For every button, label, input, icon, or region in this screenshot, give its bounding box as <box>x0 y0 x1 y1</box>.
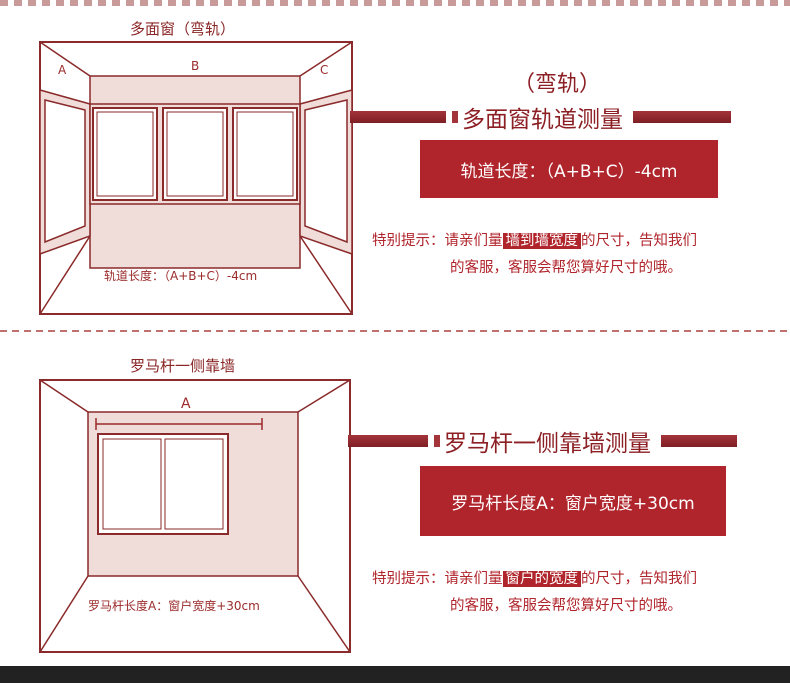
section1-heading-row: 多面窗轨道测量 <box>350 100 731 134</box>
tip-line2: 的客服，客服会帮您算好尺寸的哦。 <box>450 598 682 614</box>
diagram1-title: 多面窗（弯轨） <box>130 20 236 38</box>
segment-a-label: A <box>58 63 67 77</box>
section1-formula-box: 轨道长度：（A+B+C）-4cm <box>420 140 718 198</box>
tip-highlight: 墙到墙宽度 <box>502 233 581 249</box>
heading-bar-left <box>348 435 434 447</box>
section2-formula: 罗马杆长度A：窗户宽度+30cm <box>451 493 695 514</box>
tip-prefix: 特别提示：请亲们量 <box>372 233 503 249</box>
segment-b-label: B <box>191 59 199 73</box>
diagram2-caption: 罗马杆长度A：窗户宽度+30cm <box>88 598 260 613</box>
roman-rod-diagram: A 罗马杆长度A：窗户宽度+30cm <box>38 378 354 656</box>
heading-bar-left <box>350 111 452 123</box>
heading-bar-right <box>633 111 731 123</box>
tip-prefix: 特别提示：请亲们量 <box>372 571 503 587</box>
tip-suffix: 的尺寸，告知我们 <box>581 571 697 587</box>
heading-bar-right <box>661 435 737 447</box>
section2-formula-box: 罗马杆长度A：窗户宽度+30cm <box>420 466 726 536</box>
tip-highlight: 窗户的宽度 <box>502 571 581 587</box>
section1-subheading: （弯轨） <box>513 72 602 97</box>
section2-tip: 特别提示：请亲们量窗户的宽度的尺寸，告知我们 的客服，客服会帮您算好尺寸的哦。 <box>372 566 697 620</box>
segment-c-label: C <box>320 63 328 77</box>
tip-suffix: 的尺寸，告知我们 <box>581 233 697 249</box>
rod-length-label: A <box>181 396 191 412</box>
section2-heading-row: 罗马杆一侧靠墙测量 <box>348 424 737 458</box>
diagram2-title: 罗马杆一侧靠墙 <box>130 357 236 375</box>
tip-line2: 的客服，客服会帮您算好尺寸的哦。 <box>450 260 682 276</box>
section2-heading: 罗马杆一侧靠墙测量 <box>444 431 651 457</box>
section1-tip: 特别提示：请亲们量墙到墙宽度的尺寸，告知我们 的客服，客服会帮您算好尺寸的哦。 <box>372 228 697 282</box>
section-divider <box>0 330 790 332</box>
top-dashed-border <box>0 0 790 6</box>
footer-bar <box>0 666 790 683</box>
section1-heading: 多面窗轨道测量 <box>462 107 623 133</box>
diagram1-caption: 轨道长度：（A+B+C）-4cm <box>104 268 257 283</box>
section1-formula: 轨道长度：（A+B+C）-4cm <box>460 161 678 182</box>
bay-window-diagram: A B C 轨道长度：（A+B+C）-4cm <box>38 40 358 318</box>
